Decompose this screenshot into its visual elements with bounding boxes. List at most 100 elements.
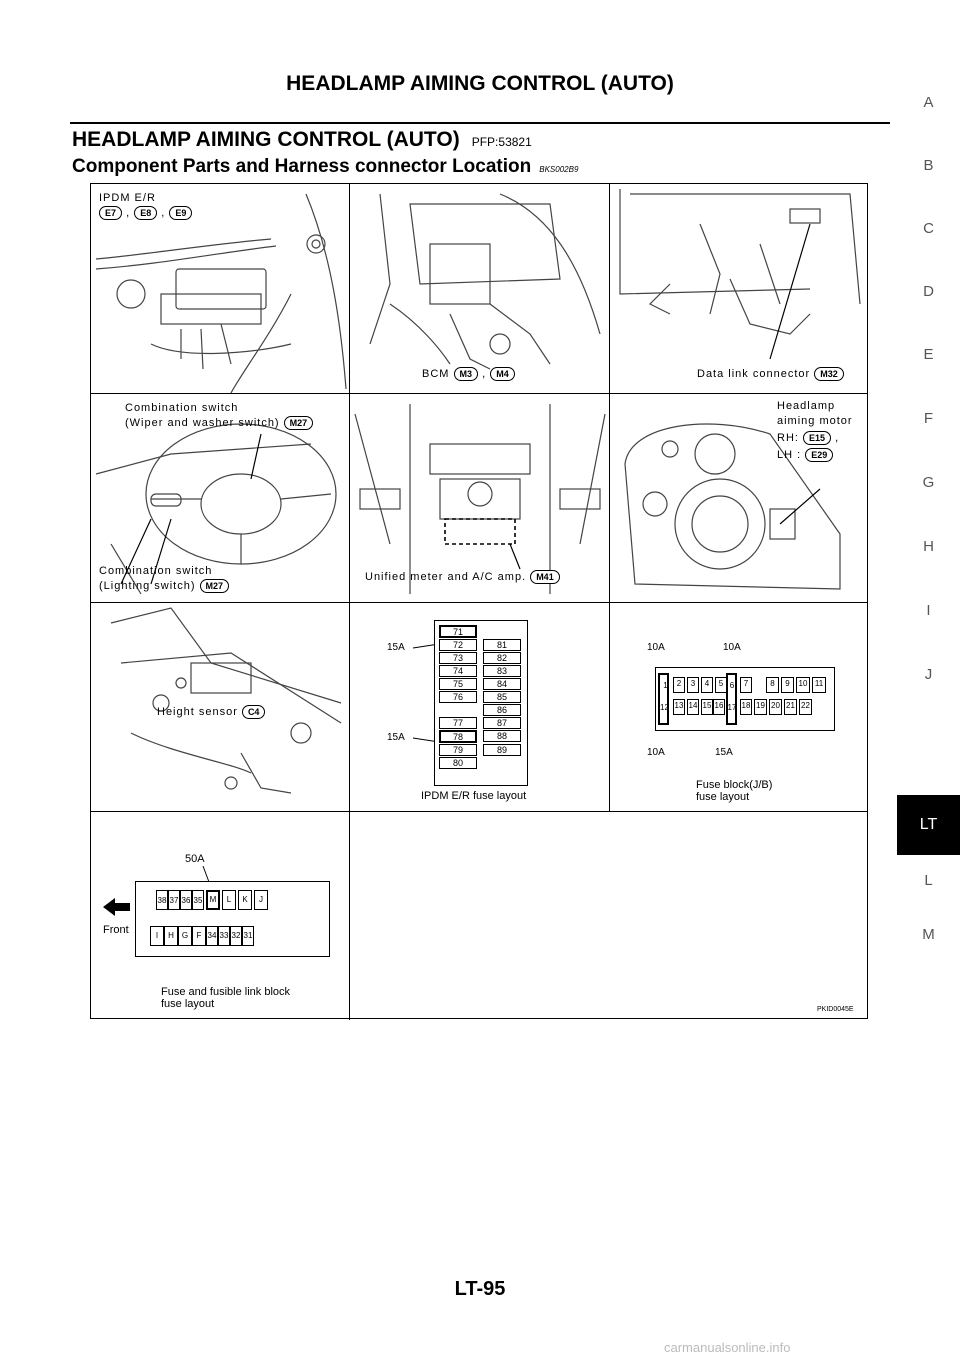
ipdm-fuse-box: 71 72 73 74 75 76 77 78 79 80 81 82 83 8… xyxy=(434,620,528,786)
unified-meter-label: Unified meter and A/C amp. M41 xyxy=(365,570,560,584)
fuse-cell: 72 xyxy=(439,639,477,651)
fuse-cell: 77 xyxy=(439,717,477,729)
combination-switch-wiper-label-text: (Wiper and washer switch) xyxy=(125,417,280,429)
side-index-letter[interactable]: I xyxy=(926,602,931,619)
connector-badge: M4 xyxy=(490,367,515,381)
fuse-cell: G xyxy=(178,926,192,946)
fuse-cell: 7 xyxy=(740,677,752,693)
amp-label: 50A xyxy=(185,853,205,865)
side-index-letter[interactable]: G xyxy=(922,474,935,491)
fuse-highlight xyxy=(726,673,737,725)
jb-fuse-box: 1 2 3 4 5 6 7 8 9 10 11 12 13 14 15 16 1… xyxy=(655,667,835,731)
height-sensor-label-text: Height sensor xyxy=(157,706,238,718)
fuse-cell: 89 xyxy=(483,744,521,756)
header-rule xyxy=(70,122,890,124)
ipdm-illustration xyxy=(95,193,347,393)
amp-label: 10A xyxy=(647,747,665,758)
connector-badge: E29 xyxy=(805,448,834,462)
side-index-letter[interactable]: M xyxy=(922,926,935,943)
side-index-letter[interactable]: F xyxy=(923,410,934,427)
grid-line xyxy=(609,184,610,811)
fusible-link-caption-1: Fuse and fusible link block xyxy=(161,986,291,998)
fuse-cell: 31 xyxy=(242,926,254,946)
unified-meter-illustration xyxy=(354,404,606,594)
fuse-cell: 2 xyxy=(673,677,685,693)
fuse-cell: 38 xyxy=(156,890,168,910)
headlamp-illustration xyxy=(624,423,841,590)
combination-switch-wiper-label-2: (Wiper and washer switch) M27 xyxy=(125,416,314,430)
side-index-letter[interactable]: C xyxy=(923,220,934,237)
fuse-cell: 75 xyxy=(439,678,477,690)
side-index-letter[interactable]: A xyxy=(923,94,934,111)
fuse-cell: 17 xyxy=(727,703,737,712)
fuse-cell: 6 xyxy=(729,681,735,690)
side-index-letter[interactable]: E xyxy=(923,346,934,363)
fuse-cell: 71 xyxy=(439,625,477,638)
fuse-cell: 76 xyxy=(439,691,477,703)
front-arrow-icon xyxy=(103,898,130,916)
side-index-active-label: LT xyxy=(919,816,938,833)
height-sensor-illustration xyxy=(110,607,342,794)
fuse-cell: 86 xyxy=(483,704,521,716)
fuse-cell: 18 xyxy=(740,699,752,715)
combination-switch-lighting-label-text: (Lighting switch) xyxy=(99,580,196,592)
side-index-active-tab[interactable]: LT xyxy=(897,795,960,855)
fuse-cell: 22 xyxy=(799,699,812,715)
combination-switch-lighting-label-2: (Lighting switch) M27 xyxy=(99,579,230,593)
side-index-letter[interactable]: B xyxy=(923,157,934,174)
fuse-cell: M xyxy=(206,890,220,910)
side-index-letter[interactable]: J xyxy=(924,666,933,683)
front-label: Front xyxy=(103,924,129,936)
fuse-cell: 10 xyxy=(796,677,810,693)
fuse-cell: J xyxy=(254,890,268,910)
fuse-cell: 19 xyxy=(754,699,767,715)
unified-meter-label-text: Unified meter and A/C amp. xyxy=(365,571,527,583)
jb-fuse-caption-2: fuse layout xyxy=(696,791,750,803)
figure-code: PKID0045E xyxy=(817,1006,854,1013)
fuse-cell: L xyxy=(222,890,236,910)
side-index-letter[interactable]: L xyxy=(924,872,933,889)
side-index-letter[interactable]: D xyxy=(923,283,934,300)
ipdm-connectors: E7 , E8 , E9 xyxy=(99,206,193,220)
fuse-cell: 11 xyxy=(812,677,826,693)
jb-fuse-caption-1: Fuse block(J/B) xyxy=(696,779,773,791)
amp-label: 15A xyxy=(715,747,733,758)
data-link-label-text: Data link connector xyxy=(697,368,811,380)
fuse-cell: 35 xyxy=(192,890,204,910)
bcm-label-text: BCM xyxy=(422,368,450,380)
ipdm-label: IPDM E/R xyxy=(99,192,156,204)
fuse-cell: 4 xyxy=(701,677,713,693)
fuse-cell: H xyxy=(164,926,178,946)
fuse-cell: 87 xyxy=(483,717,521,729)
page-number: LT-95 xyxy=(454,1278,506,1300)
bcm-illustration xyxy=(369,193,601,370)
amp-label: 10A xyxy=(723,642,741,653)
pfp-code: PFP:53821 xyxy=(471,135,532,149)
fuse-cell: 8 xyxy=(766,677,779,693)
fuse-cell: 79 xyxy=(439,744,477,756)
headlamp-rh-label: RH: E15 , xyxy=(777,431,840,445)
bcm-label: BCM M3 , M4 xyxy=(422,367,515,381)
fuse-highlight xyxy=(658,673,669,725)
data-link-illustration xyxy=(619,189,861,360)
fuse-cell: 9 xyxy=(781,677,794,693)
fuse-cell: 14 xyxy=(687,699,699,715)
side-index-letter[interactable]: H xyxy=(923,538,934,555)
fuse-cell: 37 xyxy=(168,890,180,910)
section-subtitle: Component Parts and Harness connector Lo… xyxy=(72,156,578,178)
fuse-cell: 1 xyxy=(663,681,668,690)
connector-badge: M27 xyxy=(199,579,230,593)
fuse-cell: 21 xyxy=(784,699,797,715)
fuse-cell: 85 xyxy=(483,691,521,703)
grid-line xyxy=(91,602,867,603)
connector-badge: E7 xyxy=(99,206,123,220)
combination-switch-wiper-label-1: Combination switch xyxy=(125,402,239,414)
connector-badge: E8 xyxy=(134,206,158,220)
grid-line xyxy=(91,393,867,394)
headlamp-lh-text: LH : xyxy=(777,449,802,461)
subtitle-text: Component Parts and Harness connector Lo… xyxy=(72,156,532,177)
fuse-cell: 36 xyxy=(180,890,192,910)
fuse-cell: 88 xyxy=(483,730,521,742)
grid-line xyxy=(91,811,867,812)
fuse-cell: 73 xyxy=(439,652,477,664)
